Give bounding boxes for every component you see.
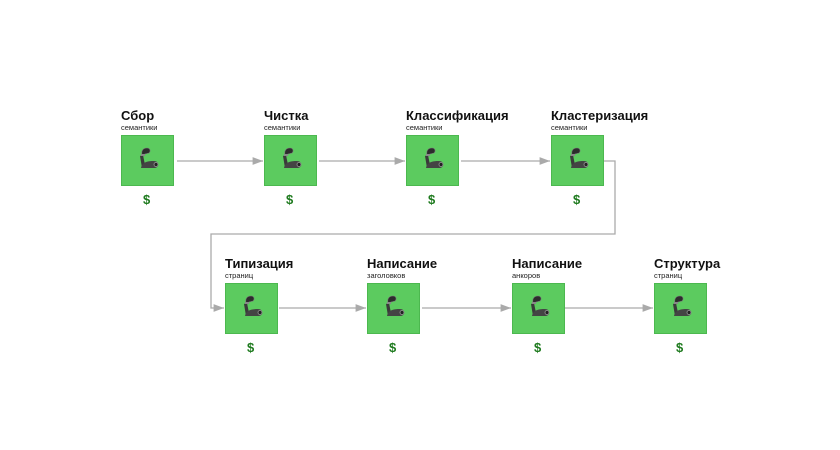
step-box [654, 283, 707, 334]
step-box [225, 283, 278, 334]
mechanical-arm-icon [525, 292, 553, 325]
cost-label: $ [534, 340, 542, 355]
cost-label: $ [286, 192, 294, 207]
step-title: Чистка [264, 108, 309, 123]
step-title: Написание [512, 256, 583, 271]
mechanical-arm-icon [380, 292, 408, 325]
mechanical-arm-icon [238, 292, 266, 325]
step-box [551, 135, 604, 186]
step-subtitle: семантики [551, 123, 588, 132]
step-box [264, 135, 317, 186]
cost-label: $ [247, 340, 255, 355]
cost-label: $ [573, 192, 581, 207]
step-box [512, 283, 565, 334]
step-box [406, 135, 459, 186]
mechanical-arm-icon [134, 144, 162, 177]
mechanical-arm-icon [419, 144, 447, 177]
step-box [367, 283, 420, 334]
mechanical-arm-icon [277, 144, 305, 177]
step-subtitle: страниц [225, 271, 254, 280]
step-subtitle: анкоров [512, 271, 541, 280]
cost-label: $ [143, 192, 151, 207]
step-box [121, 135, 174, 186]
step-subtitle: страниц [654, 271, 683, 280]
mechanical-arm-icon [667, 292, 695, 325]
step-subtitle: семантики [264, 123, 301, 132]
step-subtitle: заголовков [367, 271, 406, 280]
arrow-4-5 [210, 160, 616, 312]
step-title: Классификация [406, 108, 509, 123]
cost-label: $ [676, 340, 684, 355]
step-title: Типизация [225, 256, 294, 271]
step-subtitle: семантики [121, 123, 158, 132]
step-subtitle: семантики [406, 123, 443, 132]
step-title: Сбор [121, 108, 155, 123]
cost-label: $ [428, 192, 436, 207]
step-title: Структура [654, 256, 721, 271]
mechanical-arm-icon [564, 144, 592, 177]
step-title: Написание [367, 256, 438, 271]
cost-label: $ [389, 340, 397, 355]
step-title: Кластеризация [551, 108, 649, 123]
